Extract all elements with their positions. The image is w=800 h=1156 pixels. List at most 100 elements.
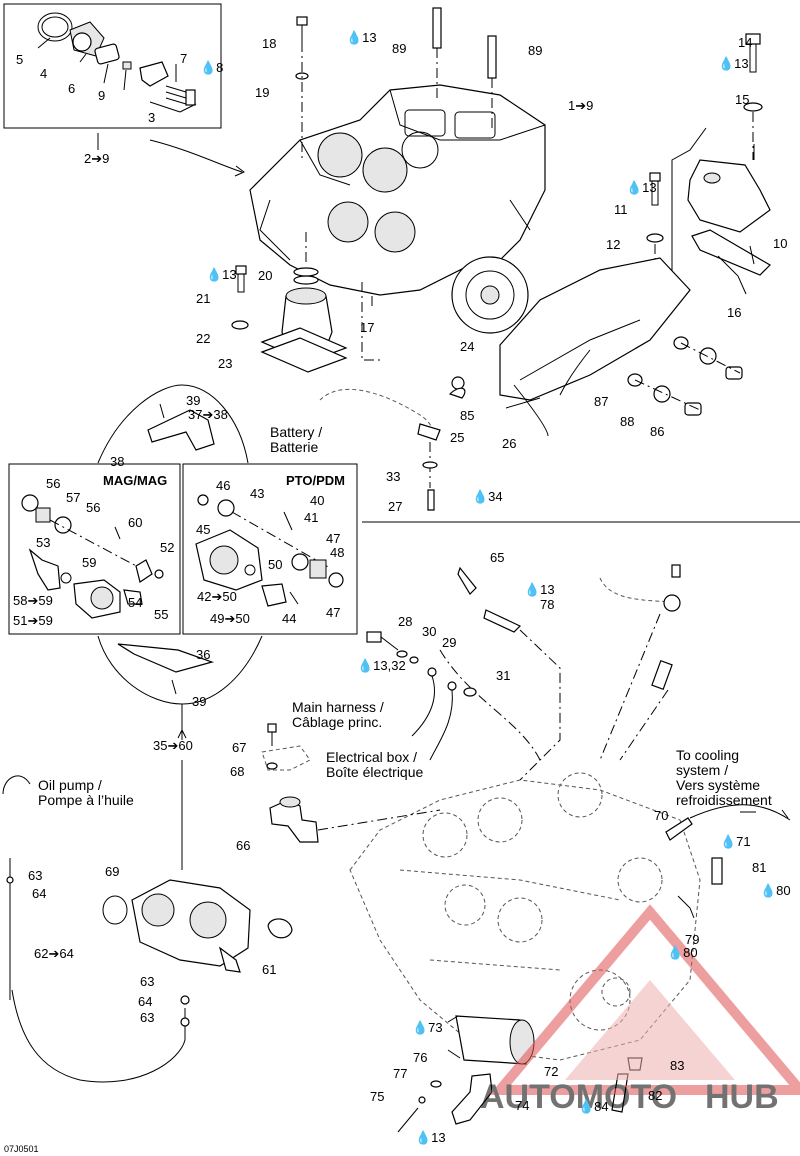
note-battery-line-2: Batterie — [270, 439, 318, 455]
callout-13: 💧13 — [524, 582, 555, 597]
callout-18: 18 — [262, 36, 276, 51]
callout-74: 74 — [515, 1098, 529, 1113]
callout-37-38: 37➔38 — [188, 407, 228, 422]
automotohub-watermark: AUTOMOTO HUB — [480, 904, 800, 1116]
mag-box — [8, 463, 181, 635]
callout-52: 52 — [160, 540, 174, 555]
callout-64: 64 — [138, 994, 152, 1009]
note-cooling-line-1: To cooling — [676, 747, 739, 763]
callout-50: 50 — [268, 557, 282, 572]
callout-48: 48 — [330, 545, 344, 560]
callout-12: 12 — [606, 237, 620, 252]
callout-31: 31 — [496, 668, 510, 683]
callout-67: 67 — [232, 740, 246, 755]
callout-39: 39 — [192, 694, 206, 709]
callout-89: 89 — [392, 41, 406, 56]
callout-5: 5 — [16, 52, 23, 67]
callout-68: 68 — [230, 764, 244, 779]
note-cooling-line-2: system / — [676, 762, 728, 778]
engine-block — [249, 84, 546, 334]
callout-45: 45 — [196, 522, 210, 537]
oil-pump — [131, 879, 251, 973]
callout-62-64: 62➔64 — [34, 946, 74, 961]
callout-26: 26 — [502, 436, 516, 451]
sensor-kit-parts — [37, 12, 196, 106]
callout-27: 27 — [388, 499, 402, 514]
inset-box — [3, 3, 222, 129]
callout-78: 78 — [540, 597, 554, 612]
callout-61: 61 — [262, 962, 276, 977]
callout-53: 53 — [36, 535, 50, 550]
callout-54: 54 — [128, 595, 142, 610]
callout-79: 79 — [685, 932, 699, 947]
callout-40: 40 — [310, 493, 324, 508]
callout-81: 81 — [752, 860, 766, 875]
callout-25: 25 — [450, 430, 464, 445]
callout-44: 44 — [282, 611, 296, 626]
callout-8: 💧8 — [200, 60, 223, 75]
callout-13: 💧13 — [206, 267, 237, 282]
callout-71: 💧71 — [720, 834, 751, 849]
callout-80: 💧80 — [667, 945, 698, 960]
callout-36: 36 — [196, 647, 210, 662]
callout-7: 7 — [180, 51, 187, 66]
callout-38: 38 — [110, 454, 124, 469]
callout-59: 59 — [82, 555, 96, 570]
note-cooling-line-4: refroidissement — [676, 792, 772, 808]
callout-20: 20 — [258, 268, 272, 283]
callout-29: 29 — [442, 635, 456, 650]
callout-13: 💧13 — [626, 180, 657, 195]
callout-24: 24 — [460, 339, 474, 354]
pto-header: PTO/PDM — [286, 473, 345, 488]
doc-code: 07J0501 — [4, 1144, 39, 1154]
callout-65: 65 — [490, 550, 504, 565]
note-oil-pump-line-1: Oil pump / — [38, 777, 102, 793]
callout-1-9: 1➔9 — [568, 98, 593, 113]
callout-47: 47 — [326, 531, 340, 546]
mag-header: MAG/MAG — [103, 473, 167, 488]
callout-70: 70 — [654, 808, 668, 823]
callout-13-32: 💧13,32 — [357, 658, 406, 673]
callout-43: 43 — [250, 486, 264, 501]
callout-4: 4 — [40, 66, 47, 81]
callout-17: 17 — [360, 320, 374, 335]
callout-35-60: 35➔60 — [153, 738, 193, 753]
callout-13: 💧13 — [718, 56, 749, 71]
callout-73: 💧73 — [412, 1020, 443, 1035]
callout-56: 56 — [86, 500, 100, 515]
callout-63: 63 — [28, 868, 42, 883]
callout-9: 9 — [98, 88, 105, 103]
callout-21: 21 — [196, 291, 210, 306]
note-electrical-box-line-2: Boîte électrique — [326, 764, 423, 780]
note-main-harness-line-2: Câblage princ. — [292, 714, 382, 730]
callout-14: 14 — [738, 35, 752, 50]
svg-text:AUTOMOTO: AUTOMOTO — [480, 1078, 677, 1116]
callout-69: 69 — [105, 864, 119, 879]
callout-75: 75 — [370, 1089, 384, 1104]
note-oil-pump-line-2: Pompe à l’huile — [38, 792, 134, 808]
callout-49-50: 49➔50 — [210, 611, 250, 626]
callout-2-9: 2➔9 — [84, 151, 109, 166]
callout-41: 41 — [304, 510, 318, 525]
callout-23: 23 — [218, 356, 232, 371]
callout-64: 64 — [32, 886, 46, 901]
note-cooling-line-3: Vers système — [676, 777, 760, 793]
callout-77: 77 — [393, 1066, 407, 1081]
callout-85: 85 — [460, 408, 474, 423]
callout-80: 💧80 — [760, 883, 791, 898]
callout-66: 66 — [236, 838, 250, 853]
callout-22: 22 — [196, 331, 210, 346]
callout-28: 28 — [398, 614, 412, 629]
callout-56: 56 — [46, 476, 60, 491]
callout-34: 💧34 — [472, 489, 503, 504]
note-electrical-box-line-1: Electrical box / — [326, 749, 417, 765]
callout-83: 83 — [670, 1058, 684, 1073]
callout-51-59: 51➔59 — [13, 613, 53, 628]
note-battery-line-1: Battery / — [270, 424, 322, 440]
callout-46: 46 — [216, 478, 230, 493]
spark-plugs — [432, 7, 497, 130]
callout-86: 86 — [650, 424, 664, 439]
